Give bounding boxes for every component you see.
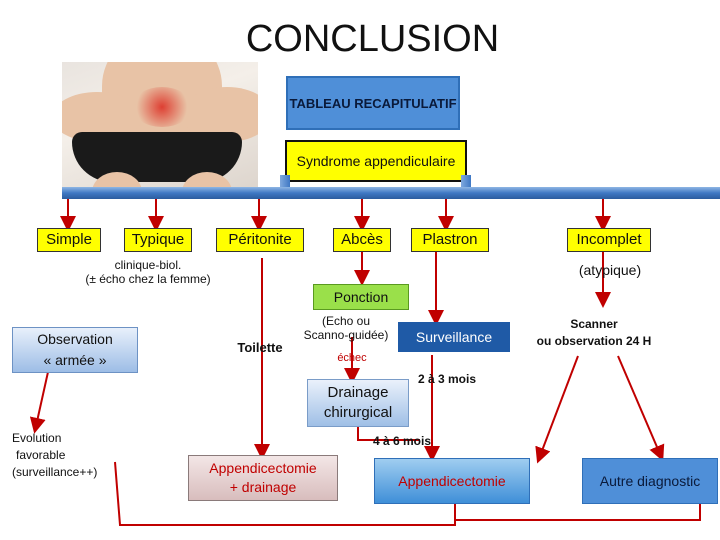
drainage-box: Drainage chirurgical xyxy=(307,379,409,427)
category-abces-label: Abcès xyxy=(341,231,383,248)
echec-note: échec xyxy=(337,352,367,364)
scanner-line1: Scanner xyxy=(570,317,618,331)
scanner-note: Scanner ou observation 24 H xyxy=(524,316,664,350)
tableau-recapitulatif-box: TABLEAU RECAPITULATIF xyxy=(286,76,460,130)
deux-trois-mois-note: 2 à 3 mois xyxy=(417,372,477,386)
surveillance-label: Surveillance xyxy=(415,329,493,345)
clinique-note: clinique-biol. (± écho chez la femme) xyxy=(78,258,218,286)
autre-diagnostic-box: Autre diagnostic xyxy=(582,458,718,504)
category-incomplet-label: Incomplet xyxy=(576,231,642,248)
echo-line1: (Echo ou xyxy=(321,314,371,328)
category-simple: Simple xyxy=(37,228,101,252)
clinique-line1: clinique-biol. xyxy=(114,258,182,272)
category-plastron-label: Plastron xyxy=(422,231,478,248)
observation-line1: Observation xyxy=(37,331,113,347)
category-simple-label: Simple xyxy=(46,231,92,248)
observation-armee-box: Observation « armée » xyxy=(12,327,138,373)
surveillance-box: Surveillance xyxy=(398,322,510,352)
appendicectomie-drainage-box: Appendicectomie + drainage xyxy=(188,455,338,501)
drainage-line2: chirurgical xyxy=(323,404,393,421)
ponction-box: Ponction xyxy=(313,284,409,310)
tableau-label: TABLEAU RECAPITULATIF xyxy=(289,95,457,111)
syndrome-appendiculaire-box: Syndrome appendiculaire xyxy=(285,140,467,182)
clinique-line2: (± écho chez la femme) xyxy=(85,272,211,286)
toilette-note: Toilette xyxy=(237,340,283,355)
category-typique: Typique xyxy=(124,228,192,252)
echo-note: (Echo ou Scanno-guidée) xyxy=(300,314,392,342)
scanner-line2: ou observation 24 H xyxy=(536,334,652,348)
category-typique-label: Typique xyxy=(131,231,185,248)
evolution-line2: favorable xyxy=(16,448,66,462)
syndrome-label: Syndrome appendiculaire xyxy=(296,153,456,169)
page-title: CONCLUSION xyxy=(245,18,500,60)
branch-bar xyxy=(62,187,720,199)
quatre-six-mois-note: 4 à 6 mois xyxy=(372,434,432,448)
evolution-line3: (surveillance++) xyxy=(12,465,98,479)
category-peritonite-label: Péritonite xyxy=(228,231,292,248)
atypique-note: (atypique) xyxy=(578,262,642,278)
appendicectomie-drainage-line2: + drainage xyxy=(229,479,297,495)
bar-post-left xyxy=(280,175,290,189)
appendicectomie-drainage-line1: Appendicectomie xyxy=(209,460,317,476)
abdominal-pain-photo xyxy=(62,62,258,188)
ponction-label: Ponction xyxy=(333,289,389,305)
echo-line2: Scanno-guidée) xyxy=(303,328,389,342)
drainage-line1: Drainage xyxy=(327,384,389,401)
category-peritonite: Péritonite xyxy=(216,228,304,252)
appendicectomie-box: Appendicectomie xyxy=(374,458,530,504)
evolution-line1: Evolution xyxy=(12,431,62,445)
autre-diagnostic-label: Autre diagnostic xyxy=(599,473,701,489)
category-abces: Abcès xyxy=(333,228,391,252)
observation-line2: « armée » xyxy=(43,352,107,368)
evolution-favorable-note: Evolution favorable (surveillance++) xyxy=(12,430,122,481)
category-incomplet: Incomplet xyxy=(567,228,651,252)
bar-post-right xyxy=(461,175,471,189)
category-plastron: Plastron xyxy=(411,228,489,252)
appendicectomie-label: Appendicectomie xyxy=(398,473,506,489)
